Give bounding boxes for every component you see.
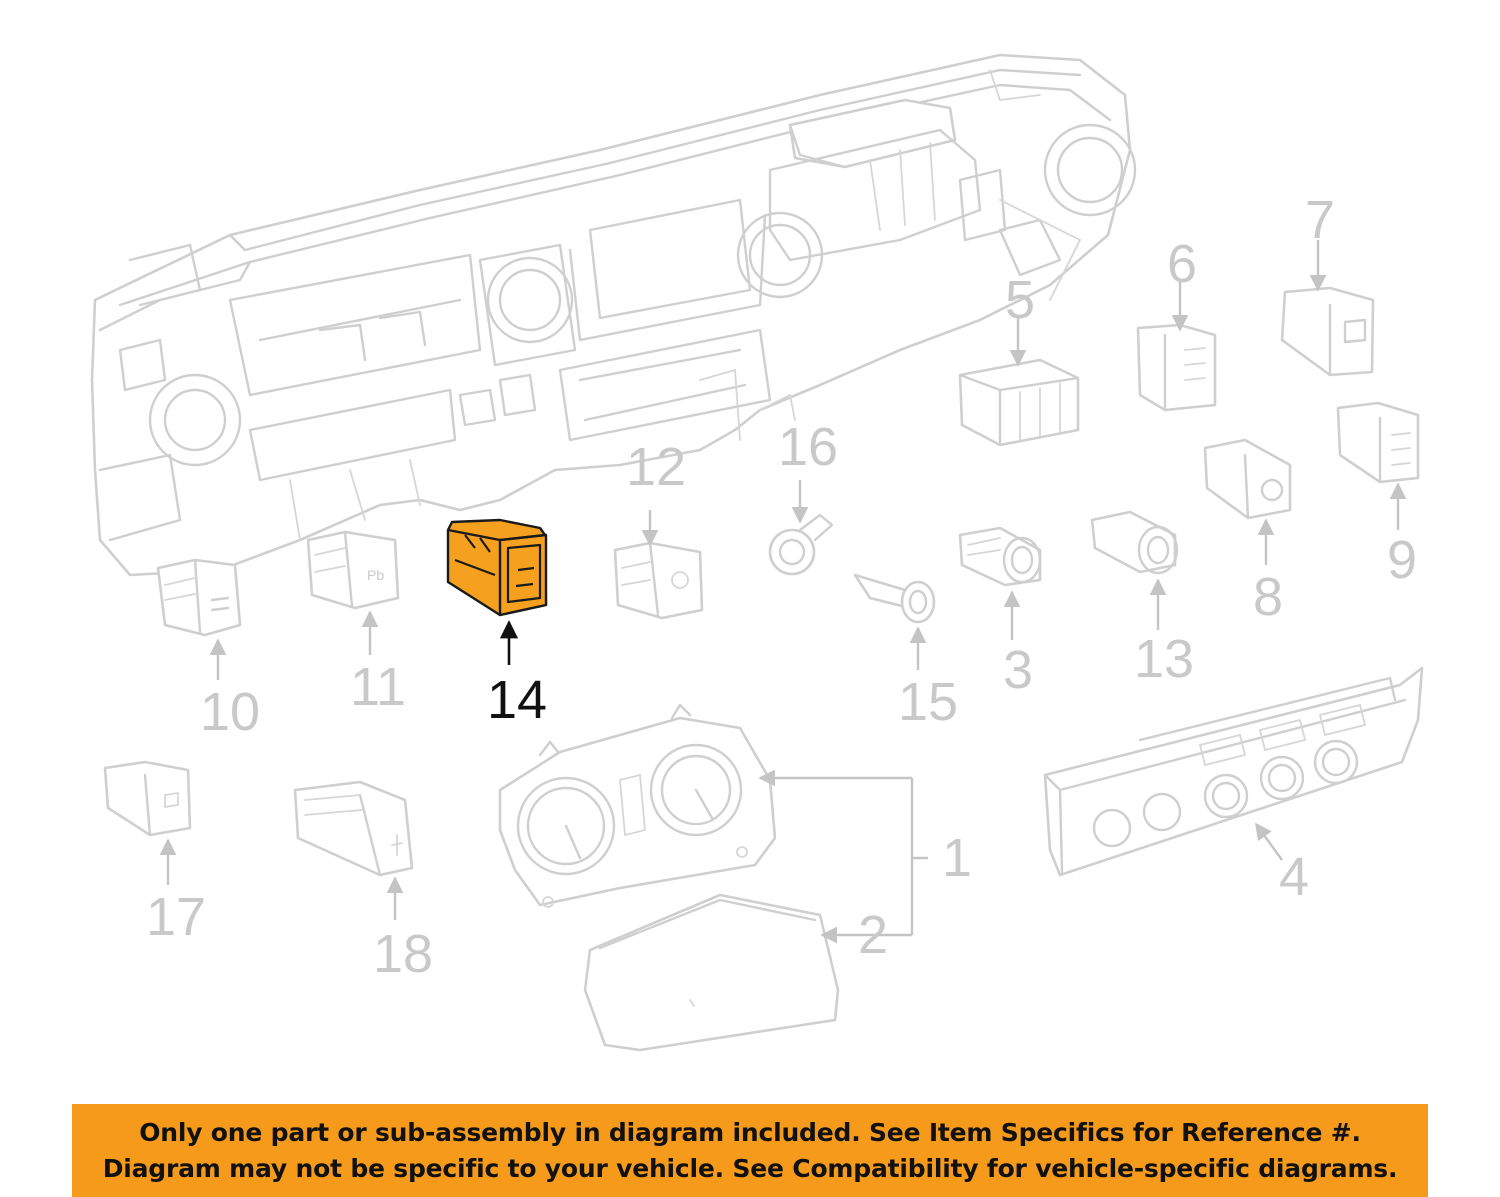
part-2-cluster-lens: [583, 893, 840, 1052]
part-9-switch: [1336, 401, 1420, 484]
disclaimer-line-1: Only one part or sub-assembly in diagram…: [139, 1117, 1361, 1147]
callout-5: 5: [1005, 270, 1035, 330]
callout-7: 7: [1305, 190, 1335, 250]
part-16-socket: [768, 513, 834, 576]
part-7-switch: [1280, 286, 1375, 377]
bracket-1-2: [758, 769, 928, 944]
part-6-switch: [1136, 323, 1217, 412]
callout-8: 8: [1253, 567, 1283, 627]
part-13-socket: [1090, 510, 1179, 575]
disclaimer-line-2: Diagram may not be specific to your vehi…: [102, 1153, 1398, 1183]
callout-12: 12: [626, 437, 686, 497]
instrument-panel: [90, 53, 1137, 577]
callout-13: 13: [1134, 629, 1194, 689]
callout-4: 4: [1279, 847, 1309, 907]
callout-2: 2: [858, 905, 888, 965]
part-8-switch: [1203, 438, 1292, 520]
disclaimer-banner: Only one part or sub-assembly in diagram…: [72, 1104, 1428, 1197]
callout-9: 9: [1387, 530, 1417, 590]
callout-18: 18: [373, 924, 433, 984]
part-1-instrument-cluster: [498, 703, 777, 908]
part-11-switch: Pb: [306, 530, 400, 610]
callout-3: 3: [1003, 640, 1033, 700]
part-5-switch: [958, 358, 1080, 447]
callout-17: 17: [146, 887, 206, 947]
part-17-switch: [103, 760, 192, 837]
part-18-switch: [293, 780, 414, 877]
part-10-switch: [156, 558, 242, 637]
part-3-socket: [958, 526, 1042, 587]
part-12-switch: [613, 541, 704, 620]
callout-10: 10: [200, 682, 260, 742]
part-4-climate-control-panel: [1043, 666, 1424, 877]
part-14-switch-highlighted: [446, 518, 548, 617]
callout-1: 1: [942, 828, 972, 888]
callout-11: 11: [350, 657, 406, 717]
callout-15: 15: [898, 672, 958, 732]
callout-14: 14: [487, 670, 547, 730]
part-15-lighter: [853, 573, 936, 624]
svg-text:Pb: Pb: [367, 567, 384, 583]
arrow-4: [1255, 822, 1283, 861]
callout-6: 6: [1167, 234, 1197, 294]
callout-16: 16: [778, 417, 838, 477]
